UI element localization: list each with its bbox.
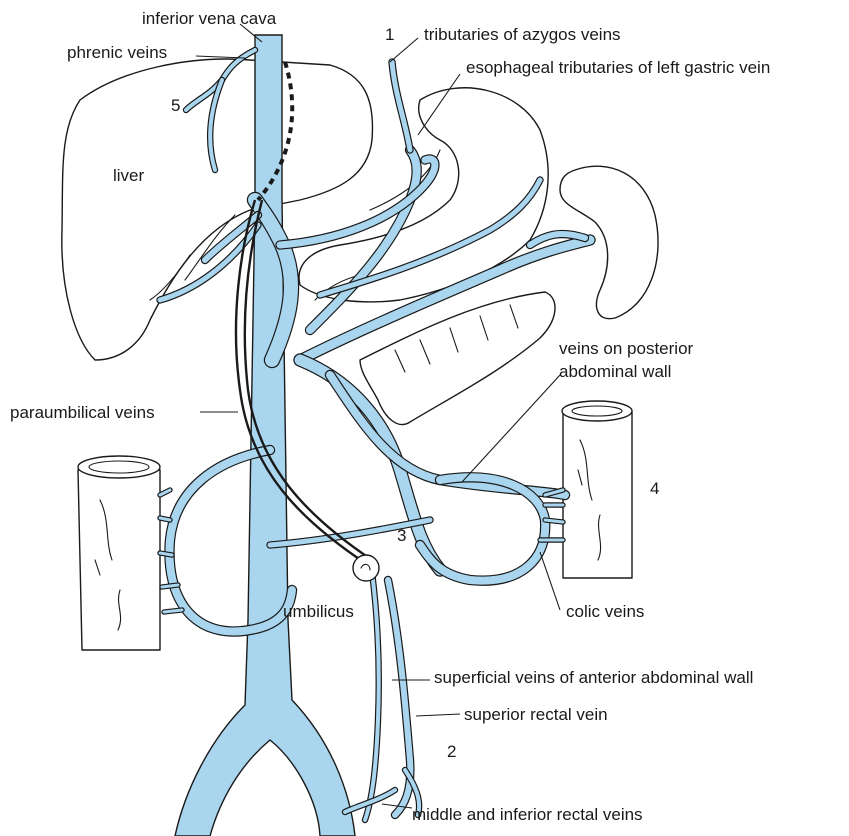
label-superior-rectal-vein: superior rectal vein bbox=[464, 705, 608, 724]
label-number-2: 2 bbox=[447, 742, 456, 761]
superficial-abdominal bbox=[365, 572, 379, 820]
label-liver: liver bbox=[113, 166, 145, 185]
label-number-3: 3 bbox=[397, 526, 406, 545]
label-number-5: 5 bbox=[171, 96, 180, 115]
label-esophageal-tributaries: esophageal tributaries of left gastric v… bbox=[466, 58, 770, 77]
esophageal-vein bbox=[392, 62, 410, 150]
label-paraumbilical-veins: paraumbilical veins bbox=[10, 403, 155, 422]
label-middle-inferior-rectal: middle and inferior rectal veins bbox=[412, 805, 643, 824]
pancreas-outline bbox=[360, 292, 555, 425]
label-inferior-vena-cava: inferior vena cava bbox=[142, 9, 277, 28]
label-number-1: 1 bbox=[385, 25, 394, 44]
colic-loop-left bbox=[420, 477, 545, 580]
label-number-4: 4 bbox=[650, 479, 659, 498]
label-veins-posterior-line-1: veins on posterior bbox=[559, 339, 694, 358]
label-tributaries-azygos: tributaries of azygos veins bbox=[424, 25, 621, 44]
superior-rectal-vein bbox=[388, 580, 410, 815]
label-phrenic-veins: phrenic veins bbox=[67, 43, 167, 62]
umbilicus-marker bbox=[353, 555, 379, 581]
descending-colon bbox=[562, 401, 632, 578]
label-veins-posterior-line-2: abdominal wall bbox=[559, 362, 671, 381]
label-umbilicus: umbilicus bbox=[283, 602, 354, 621]
ascending-colon bbox=[78, 456, 160, 650]
label-colic-veins: colic veins bbox=[566, 602, 644, 621]
label-superficial-veins: superficial veins of anterior abdominal … bbox=[434, 668, 753, 687]
